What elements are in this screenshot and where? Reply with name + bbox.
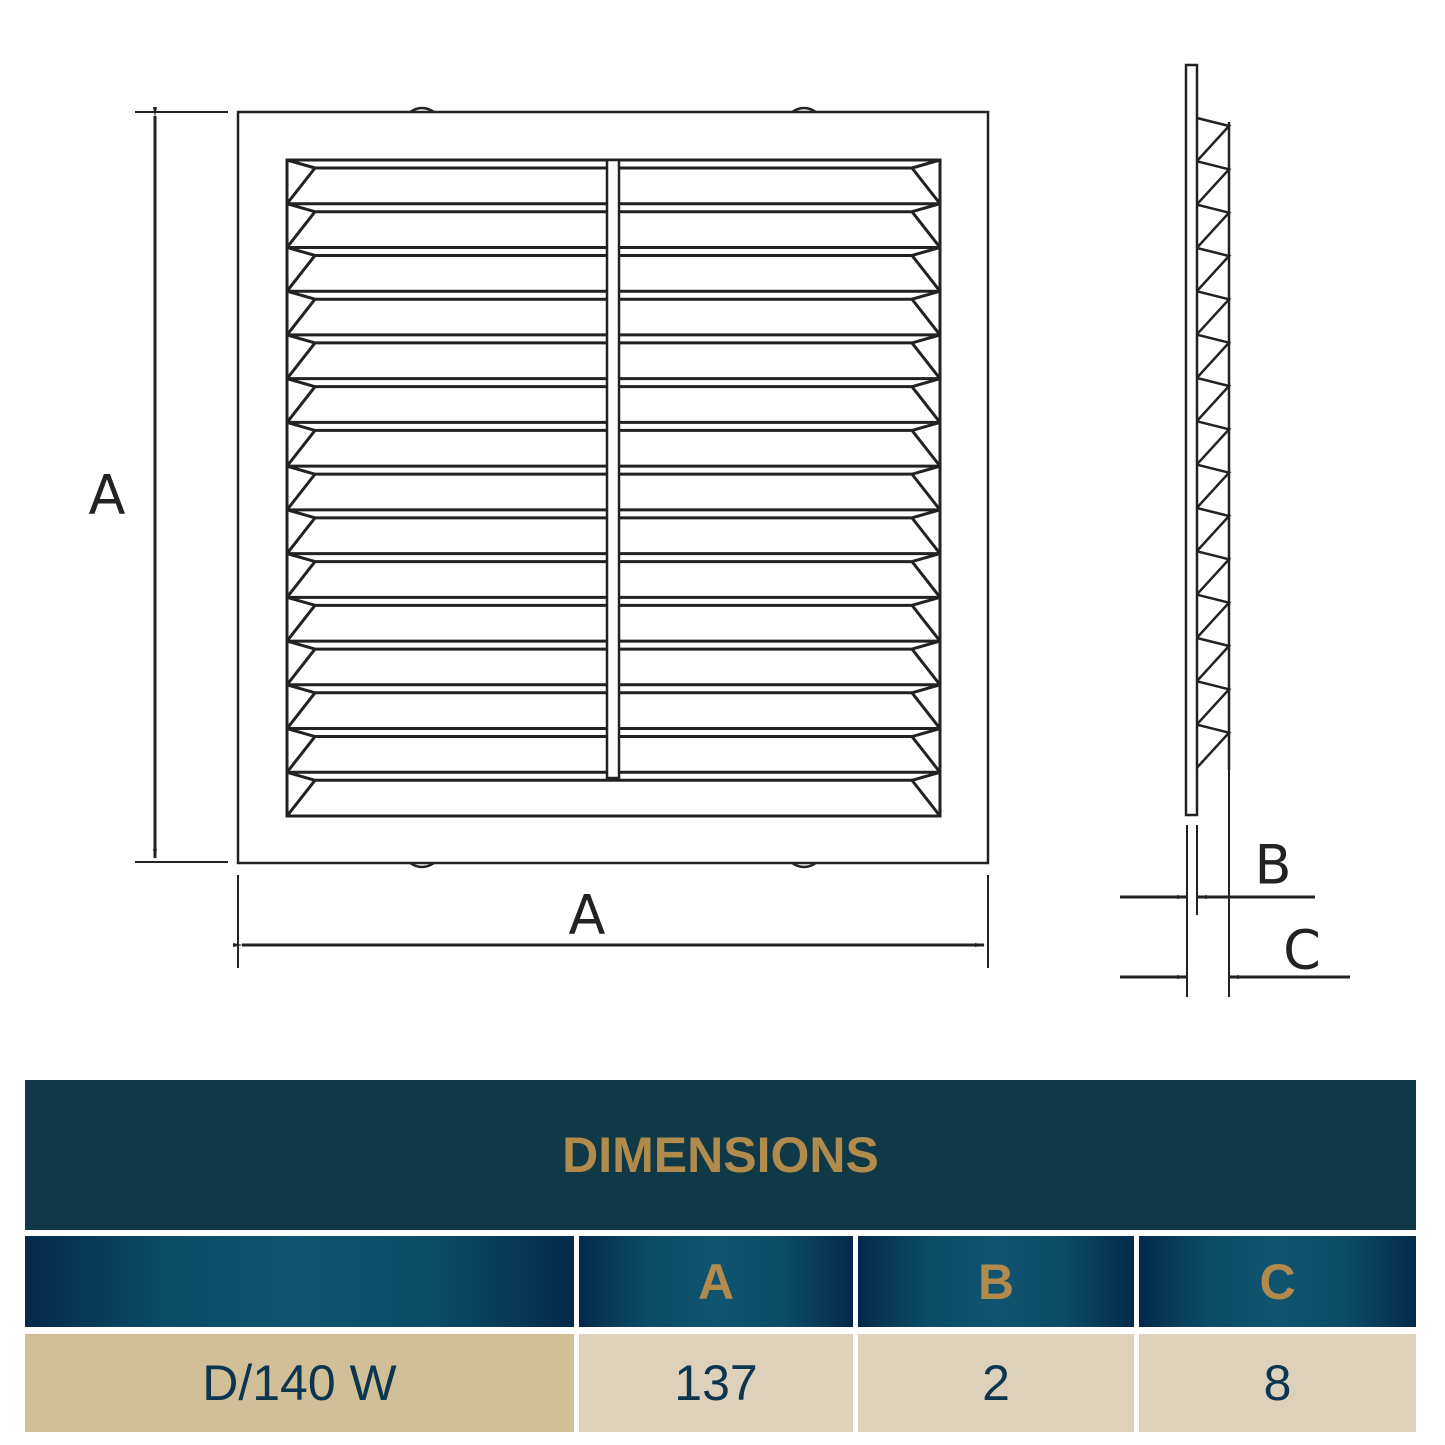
side-louver (1196, 550, 1232, 596)
side-plate (1184, 63, 1199, 817)
table-title: DIMENSIONS (25, 1080, 1416, 1230)
side-louver (1196, 160, 1232, 206)
side-louver (1196, 680, 1232, 726)
height-label: A (88, 463, 126, 527)
model-cell: D/140 W (25, 1334, 574, 1432)
width-label: A (568, 883, 606, 947)
side-louver (1196, 636, 1232, 682)
column-header-model (25, 1236, 574, 1327)
c-label: C (1283, 918, 1321, 982)
value-b-cell: 2 (858, 1334, 1134, 1432)
side-louver (1196, 203, 1232, 249)
outer-frame (236, 110, 990, 865)
column-header-a: A (579, 1236, 853, 1327)
value-c-cell: 8 (1139, 1334, 1416, 1432)
side-louvers (1196, 116, 1232, 769)
column-header-b: B (858, 1236, 1134, 1327)
value-a-cell: 137 (579, 1334, 853, 1432)
side-louver (1196, 723, 1232, 769)
column-header-c: C (1139, 1236, 1416, 1327)
side-louver (1196, 463, 1232, 509)
side-louver (1196, 116, 1232, 162)
side-louver (1196, 506, 1232, 552)
side-louver (1196, 290, 1232, 336)
screw-tab (409, 106, 817, 869)
center-divider (605, 158, 621, 780)
b-label: B (1254, 833, 1292, 897)
side-louver (1196, 593, 1232, 639)
side-louver (1196, 420, 1232, 466)
side-louver (1196, 333, 1232, 379)
side-louver (1196, 246, 1232, 292)
side-louver (1196, 376, 1232, 422)
grille-drawing (135, 63, 1350, 997)
